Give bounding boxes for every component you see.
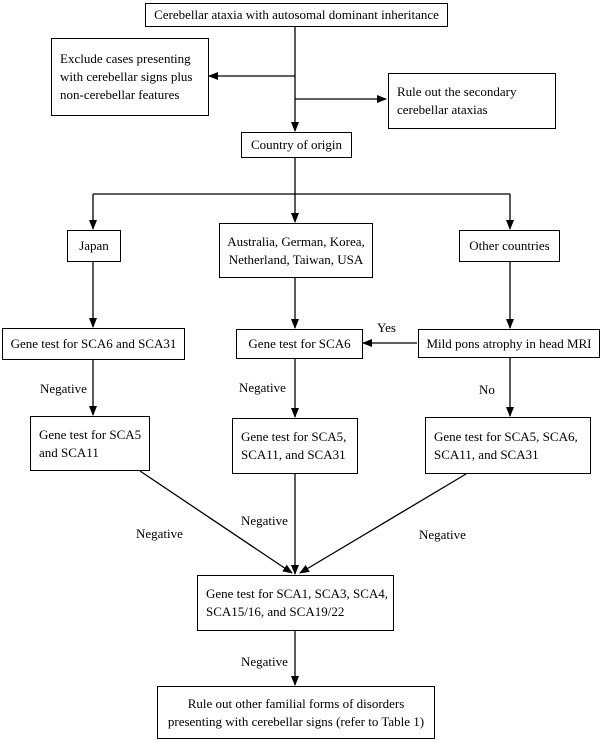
other-test2-node: Gene test for SCA5, SCA6, SCA11, and SCA… bbox=[425, 417, 591, 474]
other-countries-node: Other countries bbox=[459, 230, 560, 262]
mri-node: Mild pons atrophy in head MRI bbox=[418, 329, 600, 358]
group-test-node: Gene test for SCA6 bbox=[236, 329, 363, 359]
common-test-node: Gene test for SCA1, SCA3, SCA4, SCA15/16… bbox=[197, 575, 394, 631]
country-group-node: Australia, German, Korea, Netherland, Ta… bbox=[219, 223, 373, 278]
negative-label-group: Negative bbox=[239, 380, 286, 395]
japan-node: Japan bbox=[67, 230, 121, 262]
negative-label-mid: Negative bbox=[241, 513, 288, 528]
yes-label: Yes bbox=[377, 320, 396, 335]
negative-label-right: Negative bbox=[419, 527, 466, 542]
no-label: No bbox=[479, 382, 495, 397]
negative-label-final: Negative bbox=[241, 654, 288, 669]
japan-test-node: Gene test for SCA6 and SCA31 bbox=[2, 328, 185, 360]
country-node: Country of origin bbox=[241, 132, 352, 158]
japan-test2-node: Gene test for SCA5 and SCA11 bbox=[30, 416, 150, 471]
start-node: Cerebellar ataxia with autosomal dominan… bbox=[145, 3, 448, 27]
group-test2-node: Gene test for SCA5, SCA11, and SCA31 bbox=[232, 418, 358, 474]
connector-left-converge bbox=[139, 470, 293, 574]
final-node: Rule out other familial forms of disorde… bbox=[157, 686, 435, 739]
exclude-node: Exclude cases presenting with cerebellar… bbox=[51, 38, 209, 116]
secondary-ataxia-node: Rule out the secondary cerebellar ataxia… bbox=[388, 73, 556, 129]
connector-right-converge bbox=[299, 473, 467, 574]
negative-label-japan: Negative bbox=[40, 381, 87, 396]
negative-label-left: Negative bbox=[136, 526, 183, 541]
